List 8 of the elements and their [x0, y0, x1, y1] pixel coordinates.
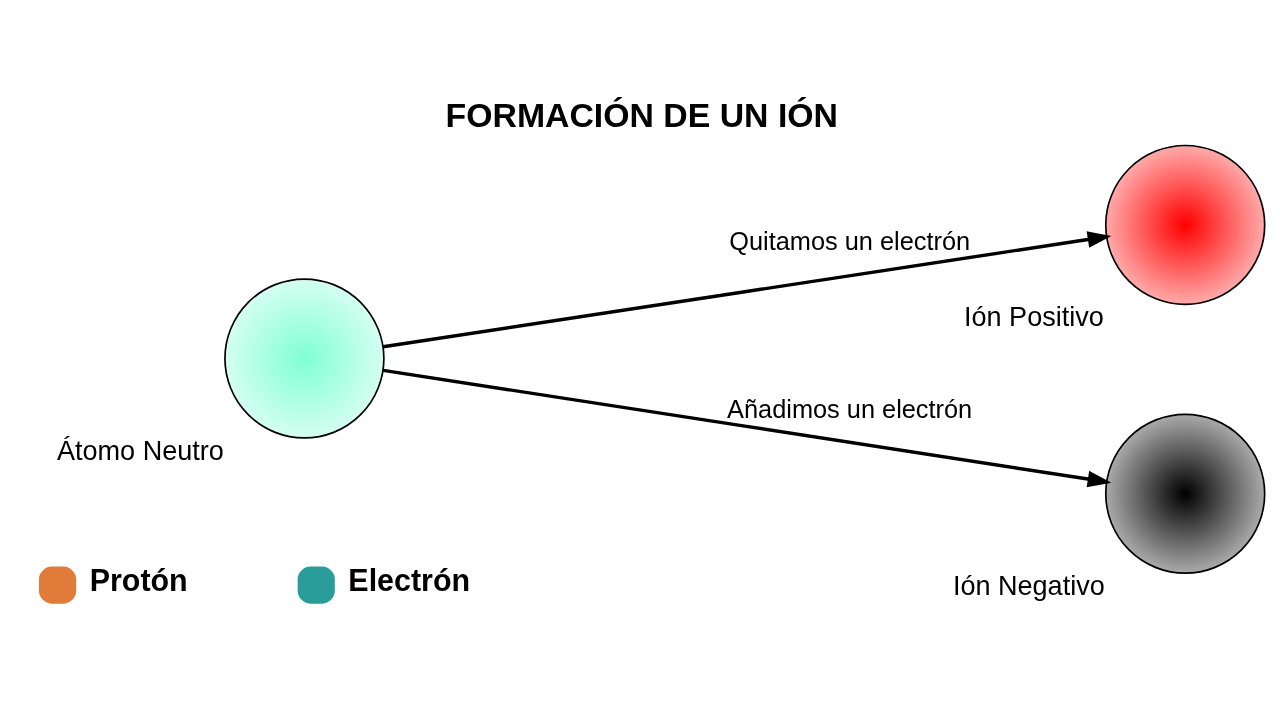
edge-label: Añadimos un electrón [727, 394, 973, 423]
legend-label: Protón [89, 562, 188, 597]
node-label: Átomo Neutro [56, 435, 224, 466]
legend-label: Electrón [348, 562, 471, 597]
edge-label: Quitamos un electrón [729, 226, 971, 255]
diagram-title: FORMACIÓN DE UN IÓN [445, 95, 838, 134]
node-label: Ión Negativo [952, 570, 1105, 601]
node-label: Ión Positivo [964, 301, 1104, 332]
